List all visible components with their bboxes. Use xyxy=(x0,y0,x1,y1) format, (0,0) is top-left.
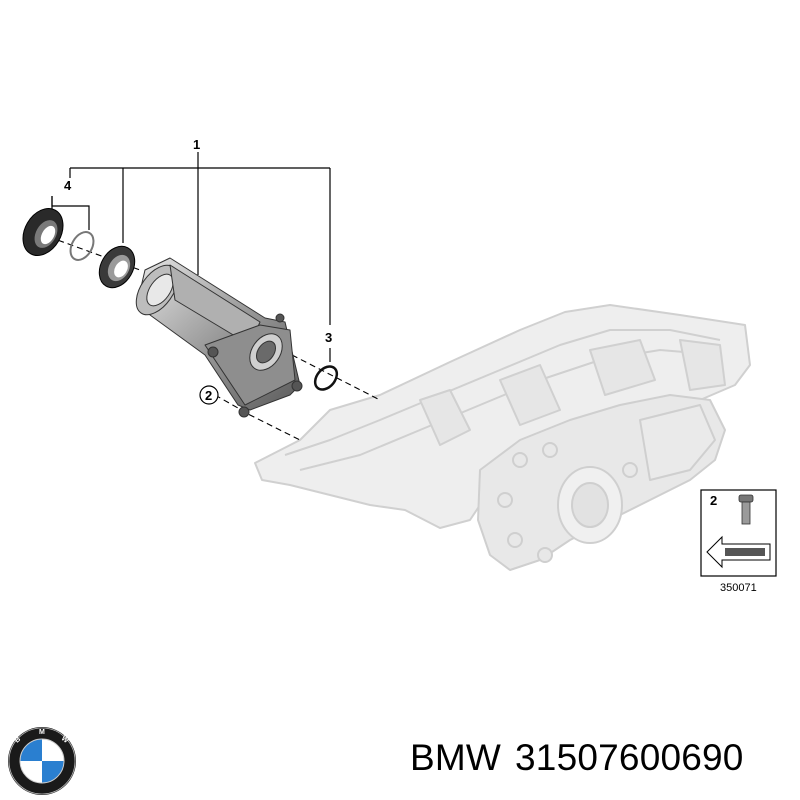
brand-name: BMW xyxy=(410,737,502,778)
bmw-logo: B M W xyxy=(8,727,76,795)
assembly-axis-lines xyxy=(29,229,381,441)
differential-ghost xyxy=(477,394,726,571)
retaining-ring xyxy=(69,231,95,261)
callout-lines xyxy=(51,152,331,362)
shaft-seal-part-4 xyxy=(22,208,64,256)
legend-part-number: 2 xyxy=(710,493,717,508)
product-caption: BMW 31507600690 xyxy=(410,737,744,787)
callout-2-label: 2 xyxy=(205,388,212,403)
oil-pan-ghost xyxy=(254,304,751,529)
pointer-arrow-icon xyxy=(706,535,771,569)
reference-code: 350071 xyxy=(720,582,757,594)
svg-text:M: M xyxy=(39,729,45,736)
callout-2: 2 xyxy=(199,385,219,405)
bolt-icon xyxy=(738,494,754,525)
extension-housing-part-1 xyxy=(135,257,303,418)
legend-box: 2 350071 xyxy=(700,489,777,594)
svg-text:B: B xyxy=(14,736,22,745)
callout-4: 4 xyxy=(64,178,72,193)
o-ring-part-3 xyxy=(313,365,339,391)
svg-text:W: W xyxy=(60,735,70,745)
part-number: 31507600690 xyxy=(515,737,744,778)
callout-1: 1 xyxy=(193,137,200,152)
bearing xyxy=(98,245,136,289)
callout-3: 3 xyxy=(325,330,332,345)
